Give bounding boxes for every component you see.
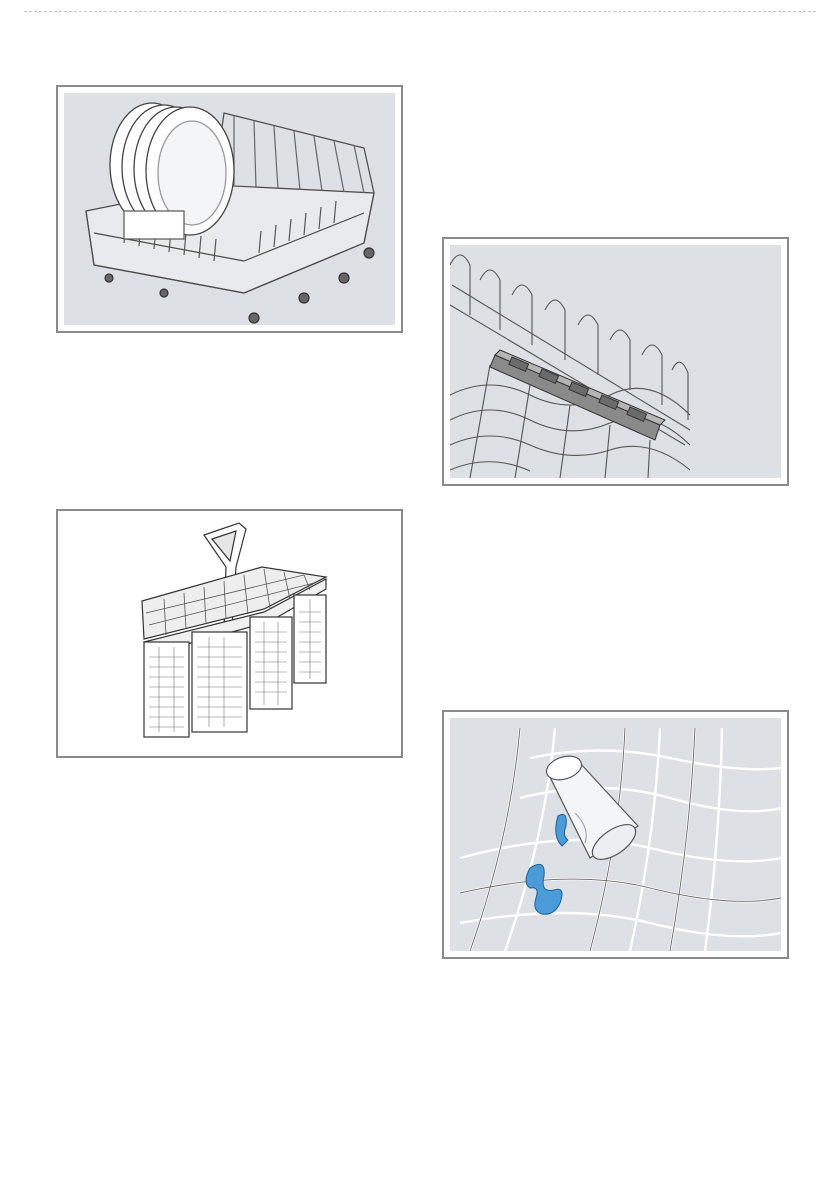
glass-holder-illustration-icon xyxy=(450,718,781,951)
figure-cutlery-basket xyxy=(56,509,403,758)
cutlery-basket-illustration-icon xyxy=(64,517,395,750)
cup-shelf-illustration-icon xyxy=(450,245,781,478)
dish-rack-illustration-icon xyxy=(64,93,395,325)
figure-glass-holder xyxy=(442,710,789,959)
figure-dish-rack xyxy=(56,85,403,333)
page-top-rule xyxy=(24,11,816,12)
figure-cup-shelf xyxy=(442,237,789,486)
